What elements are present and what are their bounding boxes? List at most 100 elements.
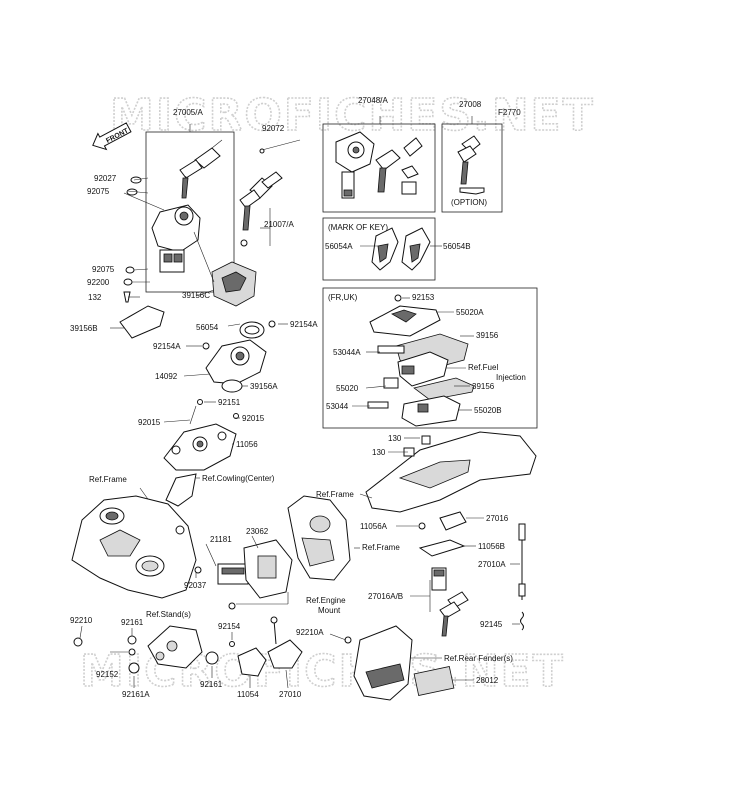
bolt-92015 (233, 413, 239, 419)
label-ref-rear-fender: Ref.Rear Fender(s) (444, 654, 513, 663)
plate-28012 (413, 666, 455, 696)
frame-head-part (71, 495, 197, 599)
label-92161A: 92161A (122, 690, 150, 699)
frame-rail-part (287, 495, 351, 581)
fr-uk-box (322, 287, 538, 429)
nut-92210 (73, 637, 83, 647)
label-92161-right: 92161 (200, 680, 223, 689)
cable-27010A (518, 523, 526, 631)
washer-92161A (128, 662, 140, 674)
label-39156C: 39156C (182, 291, 210, 300)
label-27010: 27010 (279, 690, 302, 699)
label-92154: 92154 (218, 622, 241, 631)
label-92037: 92037 (184, 581, 207, 590)
label-92153: 92153 (412, 293, 435, 302)
label-92151: 92151 (218, 398, 241, 407)
cowling-bracket-part (165, 473, 197, 507)
label-92152: 92152 (96, 670, 119, 679)
stand-bracket-part (147, 625, 203, 669)
bolt-92151 (197, 399, 203, 405)
label-fr-uk: (FR,UK) (328, 293, 358, 302)
strip-53044 (367, 401, 389, 409)
ignition-key-part (179, 139, 223, 199)
bracket-55020A (369, 294, 441, 337)
label-55020B: 55020B (474, 406, 502, 415)
label-130-bottom: 130 (372, 448, 386, 457)
washer-92075-b (125, 266, 135, 274)
label-56054B: 56054B (443, 242, 471, 251)
label-F2770: F2770 (498, 108, 521, 117)
label-92210: 92210 (70, 616, 93, 625)
switch-27016 (439, 511, 467, 531)
switch-27010 (267, 616, 303, 669)
ignition-switch-variant-part (335, 131, 423, 199)
label-53044A: 53044A (333, 348, 361, 357)
label-92154A-right: 92154A (290, 320, 318, 329)
subframe-part (365, 431, 537, 513)
pad-39156-b (413, 377, 475, 401)
label-92200: 92200 (87, 278, 110, 287)
bolt-92154 (229, 641, 235, 647)
label-ref-frame-mid: Ref.Frame (316, 490, 354, 499)
bracket-23062 (243, 539, 293, 599)
bracket-11056 (163, 423, 237, 471)
bolt-132 (123, 291, 131, 303)
bolt-92037 (194, 566, 202, 574)
bolt-92154A (268, 320, 276, 328)
bolt-92154A-b (202, 342, 210, 350)
label-92161-left: 92161 (121, 618, 144, 627)
label-92154A-left: 92154A (153, 342, 181, 351)
label-92015-left: 92015 (138, 418, 161, 427)
key-variant-box (322, 123, 436, 213)
label-27016AB: 27016A/B (368, 592, 403, 601)
option-key-part (457, 135, 485, 195)
label-21007A: 21007/A (264, 220, 294, 229)
label-28012: 28012 (476, 676, 499, 685)
label-92145: 92145 (480, 620, 503, 629)
sidestand-switch-11054 (237, 647, 267, 677)
label-55020: 55020 (336, 384, 359, 393)
label-11054: 11054 (237, 690, 259, 699)
seat-lock-27016AB (431, 567, 469, 637)
label-11056: 11056 (236, 440, 258, 449)
label-27008: 27008 (459, 100, 482, 109)
label-option: (OPTION) (451, 198, 487, 207)
label-14092: 14092 (155, 372, 178, 381)
washer-92161-b (205, 651, 219, 665)
bolt-11056A (418, 522, 426, 530)
label-92027: 92027 (94, 174, 117, 183)
label-92072: 92072 (262, 124, 285, 133)
label-21181: 21181 (210, 535, 232, 544)
label-130-top: 130 (388, 434, 402, 443)
strip-53044A (377, 345, 405, 354)
washer-92161 (127, 635, 137, 645)
bolt-small (228, 602, 236, 610)
label-39156A: 39156A (250, 382, 278, 391)
relay-21181 (217, 563, 249, 585)
cable-92072 (261, 139, 301, 151)
label-ref-fuel: Ref.Fuel (468, 363, 498, 372)
label-ref-cowling: Ref.Cowling(Center) (202, 474, 275, 483)
label-ref-frame-left: Ref.Frame (89, 475, 127, 484)
label-mark-of-key: (MARK OF KEY) (328, 223, 388, 232)
label-56054A: 56054A (325, 242, 353, 251)
label-92075-bottom: 92075 (92, 265, 115, 274)
label-27010A: 27010A (478, 560, 506, 569)
label-92015-right: 92015 (242, 414, 265, 423)
label-55020A: 55020A (456, 308, 484, 317)
label-92210A: 92210A (296, 628, 324, 637)
bracket-11056B (418, 539, 466, 557)
label-53044: 53044 (326, 402, 349, 411)
label-132: 132 (88, 293, 102, 302)
label-56054: 56054 (196, 323, 219, 332)
unit-55020 (383, 351, 449, 389)
label-11056B: 11056B (478, 542, 505, 551)
bracket-55020B (401, 395, 461, 427)
rubber-pad-39156C (211, 261, 257, 307)
label-39156-b: 39156 (472, 382, 495, 391)
label-27016: 27016 (486, 514, 509, 523)
spare-key-part (239, 171, 283, 247)
label-39156: 39156 (476, 331, 499, 340)
watermark-top: MICROFICHES.NET (110, 90, 595, 141)
pad-39156B (119, 305, 165, 339)
